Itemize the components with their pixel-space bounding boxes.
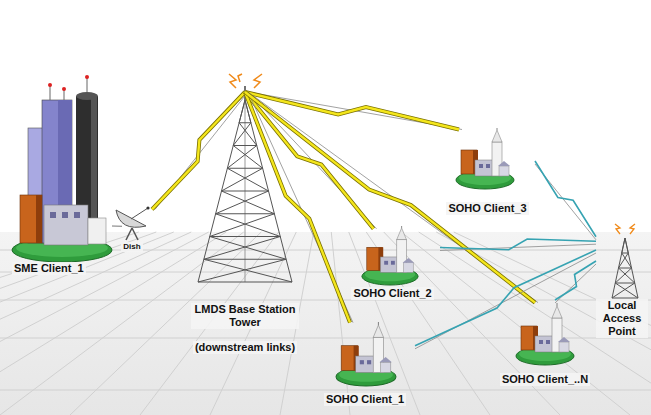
node-label: LMDS Base Station Tower <box>191 303 299 329</box>
node-label: SOHO Client_1 <box>324 393 406 406</box>
wireless-access-link <box>535 161 596 240</box>
node-label: Dish <box>121 242 142 252</box>
node-label: SME Client_1 <box>12 262 86 275</box>
node-sublabel: (downstream links) <box>193 341 297 354</box>
sme-client: SME Client_1 <box>12 80 122 275</box>
node-label: SOHO Client_2 <box>351 287 433 300</box>
access-point-tower <box>612 238 638 298</box>
sme-building <box>12 75 112 262</box>
wireless-downstream-link <box>152 92 248 209</box>
wireless-access-link <box>440 239 596 251</box>
node-label: SOHO Client_..N <box>500 373 590 386</box>
wireless-access-link <box>555 261 596 303</box>
soho-client: SOHO Client_1 <box>315 320 415 406</box>
wireless-downstream-link <box>245 92 377 229</box>
wireless-downstream-link <box>245 92 538 303</box>
soho-building <box>456 126 514 189</box>
node-label: SOHO Client_3 <box>446 202 528 215</box>
local-access-point: Local Access Point <box>596 228 648 338</box>
node-label: Local Access Point <box>596 299 648 338</box>
soho-building <box>362 224 418 285</box>
wireless-access-link <box>415 250 596 349</box>
soho-client: SOHO Client_3 <box>440 125 535 215</box>
satellite-dish <box>116 206 150 240</box>
cable-link <box>112 226 122 227</box>
antenna-sparks <box>615 224 635 234</box>
soho-building <box>516 302 574 365</box>
soho-client: SOHO Client_..N <box>495 300 595 386</box>
dish-label-node: Dish <box>112 200 152 252</box>
soho-client: SOHO Client_2 <box>345 225 440 300</box>
wireless-downstream-link <box>245 92 353 323</box>
base-station-tower: LMDS Base Station Tower (downstream links… <box>190 92 300 354</box>
soho-building <box>336 321 396 386</box>
